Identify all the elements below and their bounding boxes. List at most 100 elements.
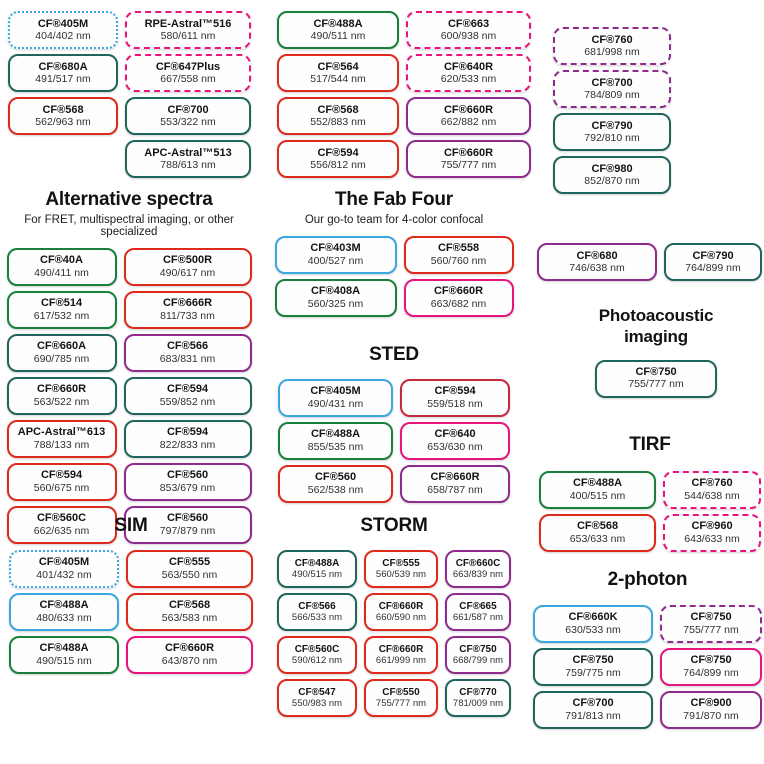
- dye-name: CF®560: [166, 512, 209, 525]
- dye-name: CF®760: [591, 33, 633, 46]
- dye-ex-em-range: 544/638 nm: [684, 489, 740, 502]
- dye-name: CF®790: [591, 119, 633, 132]
- dye-name: APC-Astral™513: [144, 146, 232, 159]
- dye-ex-em-range: 668/799 nm: [452, 654, 504, 666]
- dye-ex-em-range: 663/682 nm: [430, 297, 487, 310]
- dye-ex-em-range: 630/533 nm: [565, 623, 621, 636]
- dye-ex-em-range: 490/431 nm: [307, 397, 364, 410]
- dye-ex-em-range: 560/325 nm: [307, 297, 364, 310]
- section-title: SIM: [114, 515, 148, 536]
- dye-name: CF®555: [168, 556, 211, 569]
- dye-ex-em-range: 490/511 nm: [310, 29, 366, 42]
- dye-ex-em-range: 490/515 nm: [291, 568, 343, 580]
- dye-name: CF®700: [591, 76, 633, 89]
- section-title: 2-photon: [607, 569, 688, 590]
- dye-name: CF®660R: [36, 383, 87, 396]
- section-title: TIRF: [629, 434, 671, 455]
- dye-ex-em-range: 658/787 nm: [427, 483, 483, 496]
- dye-name: CF®405M: [310, 385, 361, 398]
- dye-ex-em-range: 755/777 nm: [628, 378, 684, 391]
- dye-name: CF®640R: [443, 60, 494, 73]
- dye-ex-em-range: 811/733 nm: [160, 309, 215, 322]
- dye-ex-em-range: 667/558 nm: [160, 72, 216, 85]
- dye-name: APC-Astral™613: [17, 426, 106, 439]
- dye-name: CF®900: [690, 697, 732, 710]
- dye-ex-em-range: 791/813 nm: [565, 709, 621, 722]
- dye-ex-em-range: 617/532 nm: [33, 309, 90, 322]
- dye-name: CF®750: [572, 654, 614, 667]
- dye-name: CF®666R: [162, 297, 213, 310]
- dye-name: CF®560: [166, 469, 209, 482]
- dye-ex-em-range: 662/635 nm: [33, 524, 90, 537]
- dye-name: CF®568: [576, 520, 619, 533]
- dye-ex-em-range: 563/550 nm: [161, 568, 218, 581]
- dye-ex-em-range: 662/882 nm: [440, 115, 497, 128]
- dye-ex-em-range: 563/583 nm: [161, 611, 218, 624]
- dye-name: CF®550: [382, 686, 420, 698]
- dye-ex-em-range: 566/533 nm: [291, 611, 343, 623]
- dye-name: CF®750: [635, 366, 677, 379]
- dye-ex-em-range: 661/587 nm: [452, 611, 504, 623]
- dye-ex-em-range: 788/613 nm: [160, 158, 216, 171]
- dye-ex-em-range: 559/518 nm: [427, 397, 483, 410]
- dye-name: CF®488A: [39, 642, 89, 655]
- dye-ex-em-range: 643/870 nm: [161, 654, 218, 667]
- dye-name: CF®558: [437, 242, 480, 255]
- dye-name: CF®560C: [36, 512, 87, 525]
- dye-ex-em-range: 490/515 nm: [36, 654, 92, 667]
- dye-name: CF®647Plus: [155, 60, 221, 73]
- dye-ex-em-range: 590/612 nm: [291, 654, 343, 666]
- dye-ex-em-range: 517/544 nm: [310, 72, 366, 85]
- dye-name: CF®660R: [430, 471, 480, 484]
- dye-ex-em-range: 781/009 nm: [452, 697, 504, 709]
- dye-name: CF®555: [382, 557, 420, 569]
